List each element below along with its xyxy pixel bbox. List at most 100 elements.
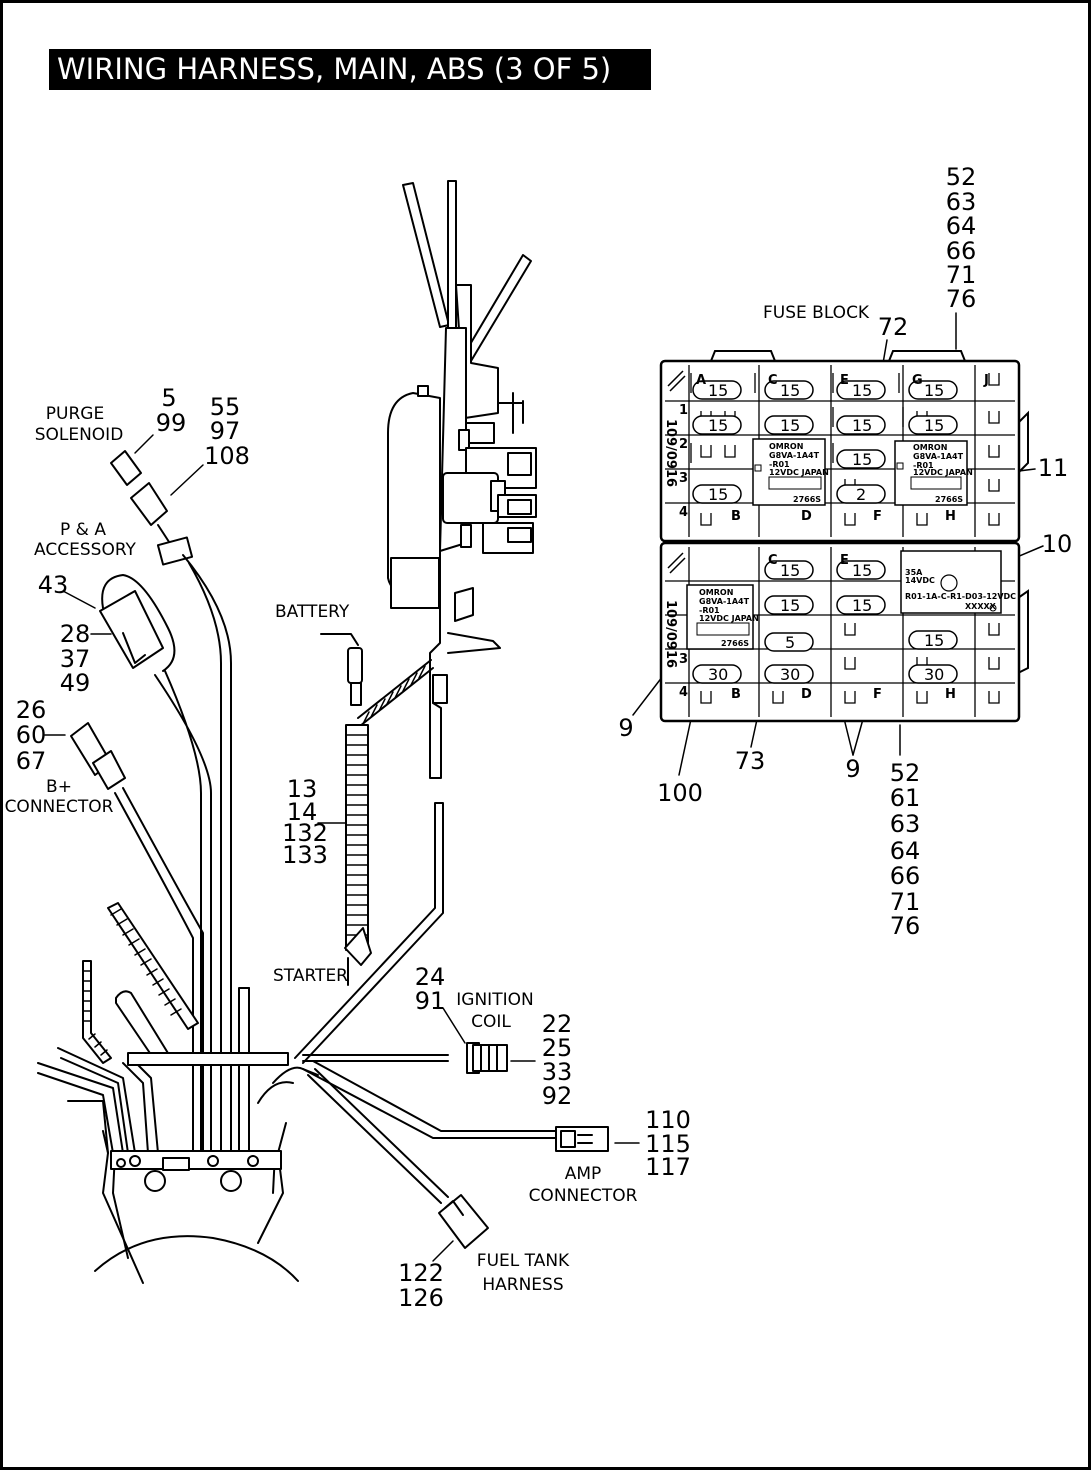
callout-number: 76 bbox=[946, 285, 977, 313]
fb-col-f: F bbox=[873, 509, 882, 524]
callout-number: 110 bbox=[645, 1106, 691, 1134]
callout-number: 117 bbox=[645, 1153, 691, 1181]
fb-relay-label: G8VA-1A4T bbox=[769, 451, 820, 460]
fb-relay-label: 2766S bbox=[935, 495, 963, 504]
fb-col-c: C bbox=[768, 373, 778, 388]
fb-relay-label: 2766S bbox=[721, 639, 749, 648]
fb-fuse: 5 bbox=[785, 633, 795, 652]
harness-line-art bbox=[37, 180, 1044, 1284]
callout-number: 64 bbox=[946, 212, 977, 240]
fb-fuse: 15 bbox=[852, 381, 872, 400]
fb-fuse: 15 bbox=[780, 381, 800, 400]
callout-number: 52 bbox=[890, 759, 921, 787]
fb-fuse: 15 bbox=[924, 416, 944, 435]
callout-number: 14 bbox=[287, 798, 318, 826]
fb-col-b: B bbox=[731, 687, 741, 702]
component-labels: PURGE SOLENOID P & A ACCESSORY B+ CONNEC… bbox=[5, 303, 870, 1295]
fb-col-c: C bbox=[768, 553, 778, 568]
harness-wires bbox=[37, 450, 609, 1284]
callout-number: 76 bbox=[890, 912, 921, 940]
label-purge-solenoid: PURGE bbox=[46, 404, 104, 424]
fb-fuse: 15 bbox=[708, 416, 728, 435]
fb-relay-label: 12VDC JAPAN bbox=[699, 614, 759, 623]
callout-number: 55 bbox=[210, 393, 241, 421]
fb-fuse: 15 bbox=[852, 596, 872, 615]
fb-row-4: 4 bbox=[679, 505, 688, 520]
fb-side-code-lower: 109/0916 bbox=[663, 600, 678, 668]
fb-fuse: 15 bbox=[852, 416, 872, 435]
callout-number: 133 bbox=[282, 841, 328, 869]
fb-relay-label: -R01 bbox=[769, 460, 790, 469]
callout-number: 49 bbox=[60, 669, 91, 697]
fb-relay-label: 35A bbox=[905, 568, 923, 577]
label-amp-connector: CONNECTOR bbox=[529, 1186, 638, 1206]
label-ignition-coil: IGNITION bbox=[456, 990, 533, 1010]
label-ignition-coil: COIL bbox=[471, 1012, 511, 1032]
callout-number: 9 bbox=[618, 714, 633, 742]
callout-number: 66 bbox=[890, 862, 921, 890]
callout-number: 73 bbox=[735, 747, 766, 775]
fb-row-4: 4 bbox=[679, 685, 688, 700]
fb-fuse: 30 bbox=[780, 665, 800, 684]
fuse-block-text: A C E G J B D F H 1 2 3 4 109/0916 15 15… bbox=[663, 373, 1016, 702]
label-starter: STARTER bbox=[273, 966, 348, 986]
battery-cable bbox=[320, 633, 434, 986]
fb-relay-label: G8VA-1A4T bbox=[913, 452, 964, 461]
callout-number: 11 bbox=[1038, 454, 1069, 482]
callout-number: 100 bbox=[657, 779, 703, 807]
label-pa-accessory: ACCESSORY bbox=[34, 540, 136, 560]
callout-number: 71 bbox=[946, 261, 977, 289]
wiring-diagram: A C E G J B D F H 1 2 3 4 109/0916 15 15… bbox=[5, 163, 1073, 1312]
fb-col-j: J bbox=[983, 373, 989, 388]
label-fuel-tank-harness: HARNESS bbox=[482, 1275, 563, 1295]
callout-number: 126 bbox=[398, 1284, 444, 1312]
callout-number: 108 bbox=[204, 442, 250, 470]
callout-number: 92 bbox=[542, 1082, 573, 1110]
callout-number: 33 bbox=[542, 1058, 573, 1086]
label-purge-solenoid: SOLENOID bbox=[35, 425, 124, 445]
callout-number: 28 bbox=[60, 620, 91, 648]
fb-col-a: A bbox=[696, 373, 706, 388]
fb-fuse: 15 bbox=[852, 450, 872, 469]
fb-relay-label: OMRON bbox=[913, 443, 947, 452]
callout-number: 99 bbox=[156, 409, 187, 437]
callout-number: 61 bbox=[890, 784, 921, 812]
fb-relay-label: OMRON bbox=[699, 588, 733, 597]
fb-fuse: 30 bbox=[708, 665, 728, 684]
label-fuel-tank-harness: FUEL TANK bbox=[477, 1251, 570, 1271]
callout-number: 13 bbox=[287, 775, 318, 803]
label-b-plus-connector: B+ bbox=[46, 777, 72, 797]
fb-relay-label: 2766S bbox=[793, 495, 821, 504]
fb-relay-label: 12VDC JAPAN bbox=[913, 468, 973, 477]
fb-fuse: 15 bbox=[924, 381, 944, 400]
fb-col-b: B bbox=[731, 509, 741, 524]
fb-relay-label: R01-1A-C-R1-D03-12VDC bbox=[905, 592, 1016, 601]
fuse-block-lower bbox=[659, 541, 1021, 723]
callout-number: 10 bbox=[1042, 530, 1073, 558]
fb-relay-label: 12VDC JAPAN bbox=[769, 468, 829, 477]
fb-row-1: 1 bbox=[679, 403, 688, 418]
fb-row-3: 3 bbox=[679, 471, 688, 486]
label-b-plus-connector: CONNECTOR bbox=[5, 797, 114, 817]
label-amp-connector: AMP bbox=[565, 1164, 602, 1184]
fb-relay-label: G8VA-1A4T bbox=[699, 597, 750, 606]
callout-number: 97 bbox=[210, 417, 241, 445]
fb-fuse: 30 bbox=[924, 665, 944, 684]
fb-side-code-upper: 109/0916 bbox=[663, 419, 678, 487]
fb-col-d: D bbox=[801, 509, 812, 524]
callout-number: 24 bbox=[415, 963, 446, 991]
fb-fuse: 15 bbox=[780, 561, 800, 580]
callout-number: 66 bbox=[946, 237, 977, 265]
callout-number: 52 bbox=[946, 163, 977, 191]
callout-number: 67 bbox=[16, 747, 47, 775]
page-title: WIRING HARNESS, MAIN, ABS (3 OF 5) bbox=[49, 49, 651, 90]
callout-number: 122 bbox=[398, 1259, 444, 1287]
fuse-block-upper bbox=[659, 359, 1021, 543]
callout-number: 22 bbox=[542, 1010, 573, 1038]
callout-number: 25 bbox=[542, 1034, 573, 1062]
callout-number: 9 bbox=[845, 755, 860, 783]
callout-number: 5 bbox=[161, 384, 176, 412]
label-pa-accessory: P & A bbox=[60, 520, 106, 540]
callout-number: 60 bbox=[16, 721, 47, 749]
